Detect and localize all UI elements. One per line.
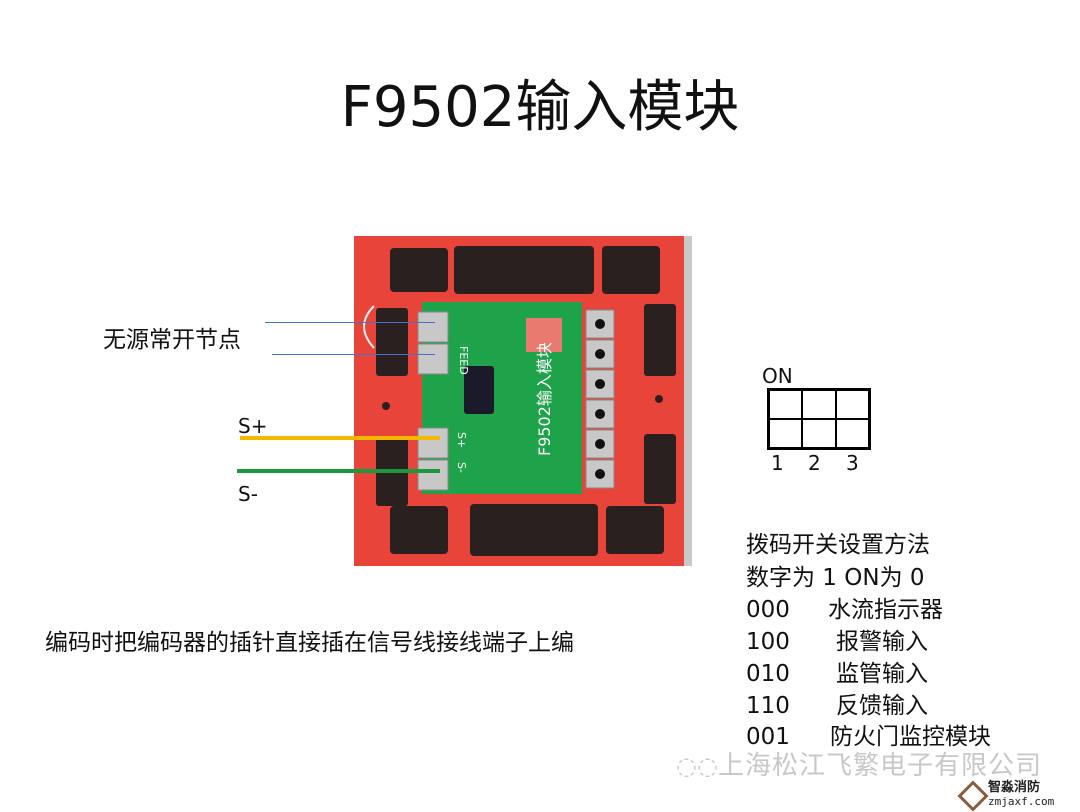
code-name: 报警输入: [836, 629, 928, 655]
dip-number-3: 3: [846, 451, 859, 475]
dip-on-label: ON: [762, 364, 793, 388]
logo: 智淼消防 zmjaxf.com: [988, 781, 1054, 809]
dip-switch-diagram: [767, 388, 871, 450]
code-row: 000 水流指示器: [746, 596, 943, 624]
contact-wire-1: [265, 322, 435, 323]
contact-label: 无源常开节点: [103, 327, 241, 353]
module-photo: FEED S+ S- F9502输入模块: [354, 236, 692, 566]
s-plus-label: S+: [238, 414, 268, 438]
wechat-icon: ◌◌: [676, 752, 718, 780]
code-value: 001: [746, 724, 790, 750]
page-title: F9502输入模块: [340, 75, 740, 140]
code-row: 001 防火门监控模块: [746, 723, 991, 751]
code-value: 000: [746, 597, 790, 623]
code-row: 010 监管输入: [746, 660, 928, 688]
contact-wire-2: [272, 354, 435, 355]
instructions-heading: 拨码开关设置方法: [746, 532, 930, 558]
encoding-note: 编码时把编码器的插针直接插在信号线接线端子上编: [45, 630, 574, 656]
code-row: 110 反馈输入: [746, 692, 928, 720]
pcb-s-minus-label: S-: [455, 462, 468, 473]
pcb-feed-label: FEED: [457, 346, 470, 375]
code-row: 100 报警输入: [746, 628, 928, 656]
code-name: 防火门监控模块: [830, 724, 991, 750]
dip-number-1: 1: [771, 451, 784, 475]
logo-name: 智淼消防: [988, 780, 1041, 795]
code-name: 反馈输入: [836, 693, 928, 719]
code-name: 水流指示器: [828, 597, 943, 623]
code-value: 100: [746, 629, 790, 655]
code-value: 110: [746, 693, 790, 719]
s-minus-label: S-: [238, 482, 258, 506]
pcb-s-plus-label: S+: [455, 432, 468, 448]
code-value: 010: [746, 661, 790, 687]
code-name: 监管输入: [836, 661, 928, 687]
s-minus-wire: [237, 469, 440, 473]
watermark-text: 上海松江飞繁电子有限公司: [718, 751, 1043, 781]
pcb-model-label: F9502输入模块: [535, 342, 554, 456]
instructions-rule: 数字为 1 ON为 0: [746, 565, 925, 591]
dip-number-2: 2: [808, 451, 821, 475]
s-plus-wire: [240, 436, 440, 440]
logo-url: zmjaxf.com: [988, 795, 1055, 808]
logo-icon: [957, 780, 989, 812]
